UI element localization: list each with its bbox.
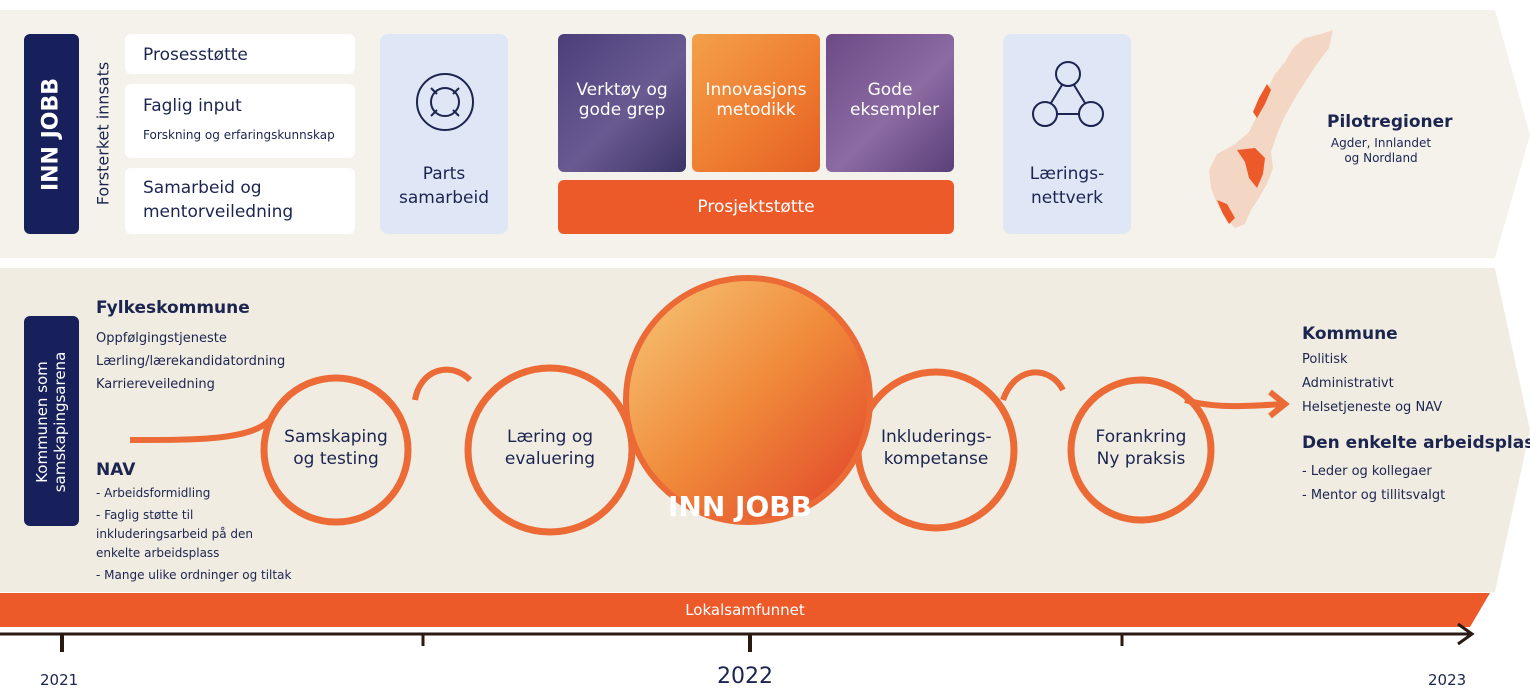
laeringsnettverk-box: Lærings- nettverk bbox=[1003, 34, 1131, 234]
norway-map bbox=[1209, 30, 1333, 228]
nav-item: enkelte arbeidsplass bbox=[96, 546, 220, 560]
nav-item: inkluderingsarbeid på den bbox=[96, 527, 254, 541]
arbeid-item: - Leder og kollegaer bbox=[1302, 464, 1432, 479]
nav-item: - Faglig støtte til bbox=[96, 508, 194, 522]
kommune-item: Politisk bbox=[1302, 352, 1348, 367]
nav-title: NAV bbox=[96, 460, 136, 480]
parts-samarbeid-box: Parts samarbeid bbox=[380, 34, 508, 234]
parts-label: Parts samarbeid bbox=[398, 164, 489, 208]
pilot-title: Pilotregioner bbox=[1327, 112, 1453, 132]
arbeid-item: - Mentor og tillitsvalgt bbox=[1302, 488, 1446, 503]
circle-forankring bbox=[1067, 376, 1215, 524]
kommune-item: Helsetjeneste og NAV bbox=[1302, 400, 1443, 415]
pilot-sub: Agder, Innlandet og Nordland bbox=[1330, 136, 1432, 165]
year-2023: 2023 bbox=[1428, 671, 1467, 689]
kommunen-tag: Kommunen som samskapingsarena bbox=[24, 316, 79, 526]
timeline-axis bbox=[0, 622, 1475, 652]
laering-label: Lærings- nettverk bbox=[1029, 164, 1105, 208]
photo-innovasjon: Innovasjons metodikk bbox=[692, 34, 820, 172]
prosjektstotte-bar: Prosjektstøtte bbox=[558, 180, 954, 234]
lokalsamfunnet-label: Lokalsamfunnet bbox=[685, 601, 805, 619]
center-photo-circle bbox=[623, 275, 873, 525]
fylke-item: Lærling/lærekandidatordning bbox=[96, 354, 286, 369]
flow-arrowhead bbox=[1268, 389, 1290, 419]
label-laering: Læring og evaluering bbox=[504, 427, 596, 469]
center-logo: INN JOBB bbox=[668, 490, 812, 523]
fylke-item: Karriereveiledning bbox=[96, 377, 215, 392]
arbeid-title: Den enkelte arbeidsplass bbox=[1302, 433, 1530, 453]
inn-jobb-tag: INN JOBB bbox=[24, 34, 79, 234]
card-prosesstotte: Prosesstøtte bbox=[125, 34, 355, 74]
network-icon bbox=[1032, 61, 1104, 127]
fylke-item: Oppfølgingstjeneste bbox=[96, 331, 227, 346]
fylke-title: Fylkeskommune bbox=[96, 298, 250, 318]
flow-line bbox=[129, 366, 1286, 443]
photo-gode-eksempler: Gode eksempler bbox=[826, 34, 954, 172]
card-samarbeid: Samarbeid og mentorveiledning bbox=[125, 168, 355, 234]
circle-samskaping bbox=[260, 374, 412, 526]
label-samskaping: Samskaping og testing bbox=[284, 427, 388, 469]
kommune-title: Kommune bbox=[1302, 324, 1398, 344]
label-inkludering: Inkluderings- kompetanse bbox=[881, 427, 992, 469]
year-2021: 2021 bbox=[40, 671, 79, 689]
kommune-item: Administrativt bbox=[1302, 376, 1394, 391]
photo-verktoy: Verktøy og gode grep bbox=[558, 34, 686, 172]
label-forankring: Forankring Ny praksis bbox=[1095, 427, 1187, 469]
year-2022: 2022 bbox=[717, 664, 773, 689]
nav-item: - Mange ulike ordninger og tiltak bbox=[96, 568, 292, 582]
circle-laering bbox=[464, 364, 636, 536]
lifebuoy-icon bbox=[416, 73, 474, 131]
card-faglig-input: Faglig input Forskning og erfaringskunns… bbox=[125, 84, 355, 158]
nav-item: - Arbeidsformidling bbox=[96, 486, 211, 500]
